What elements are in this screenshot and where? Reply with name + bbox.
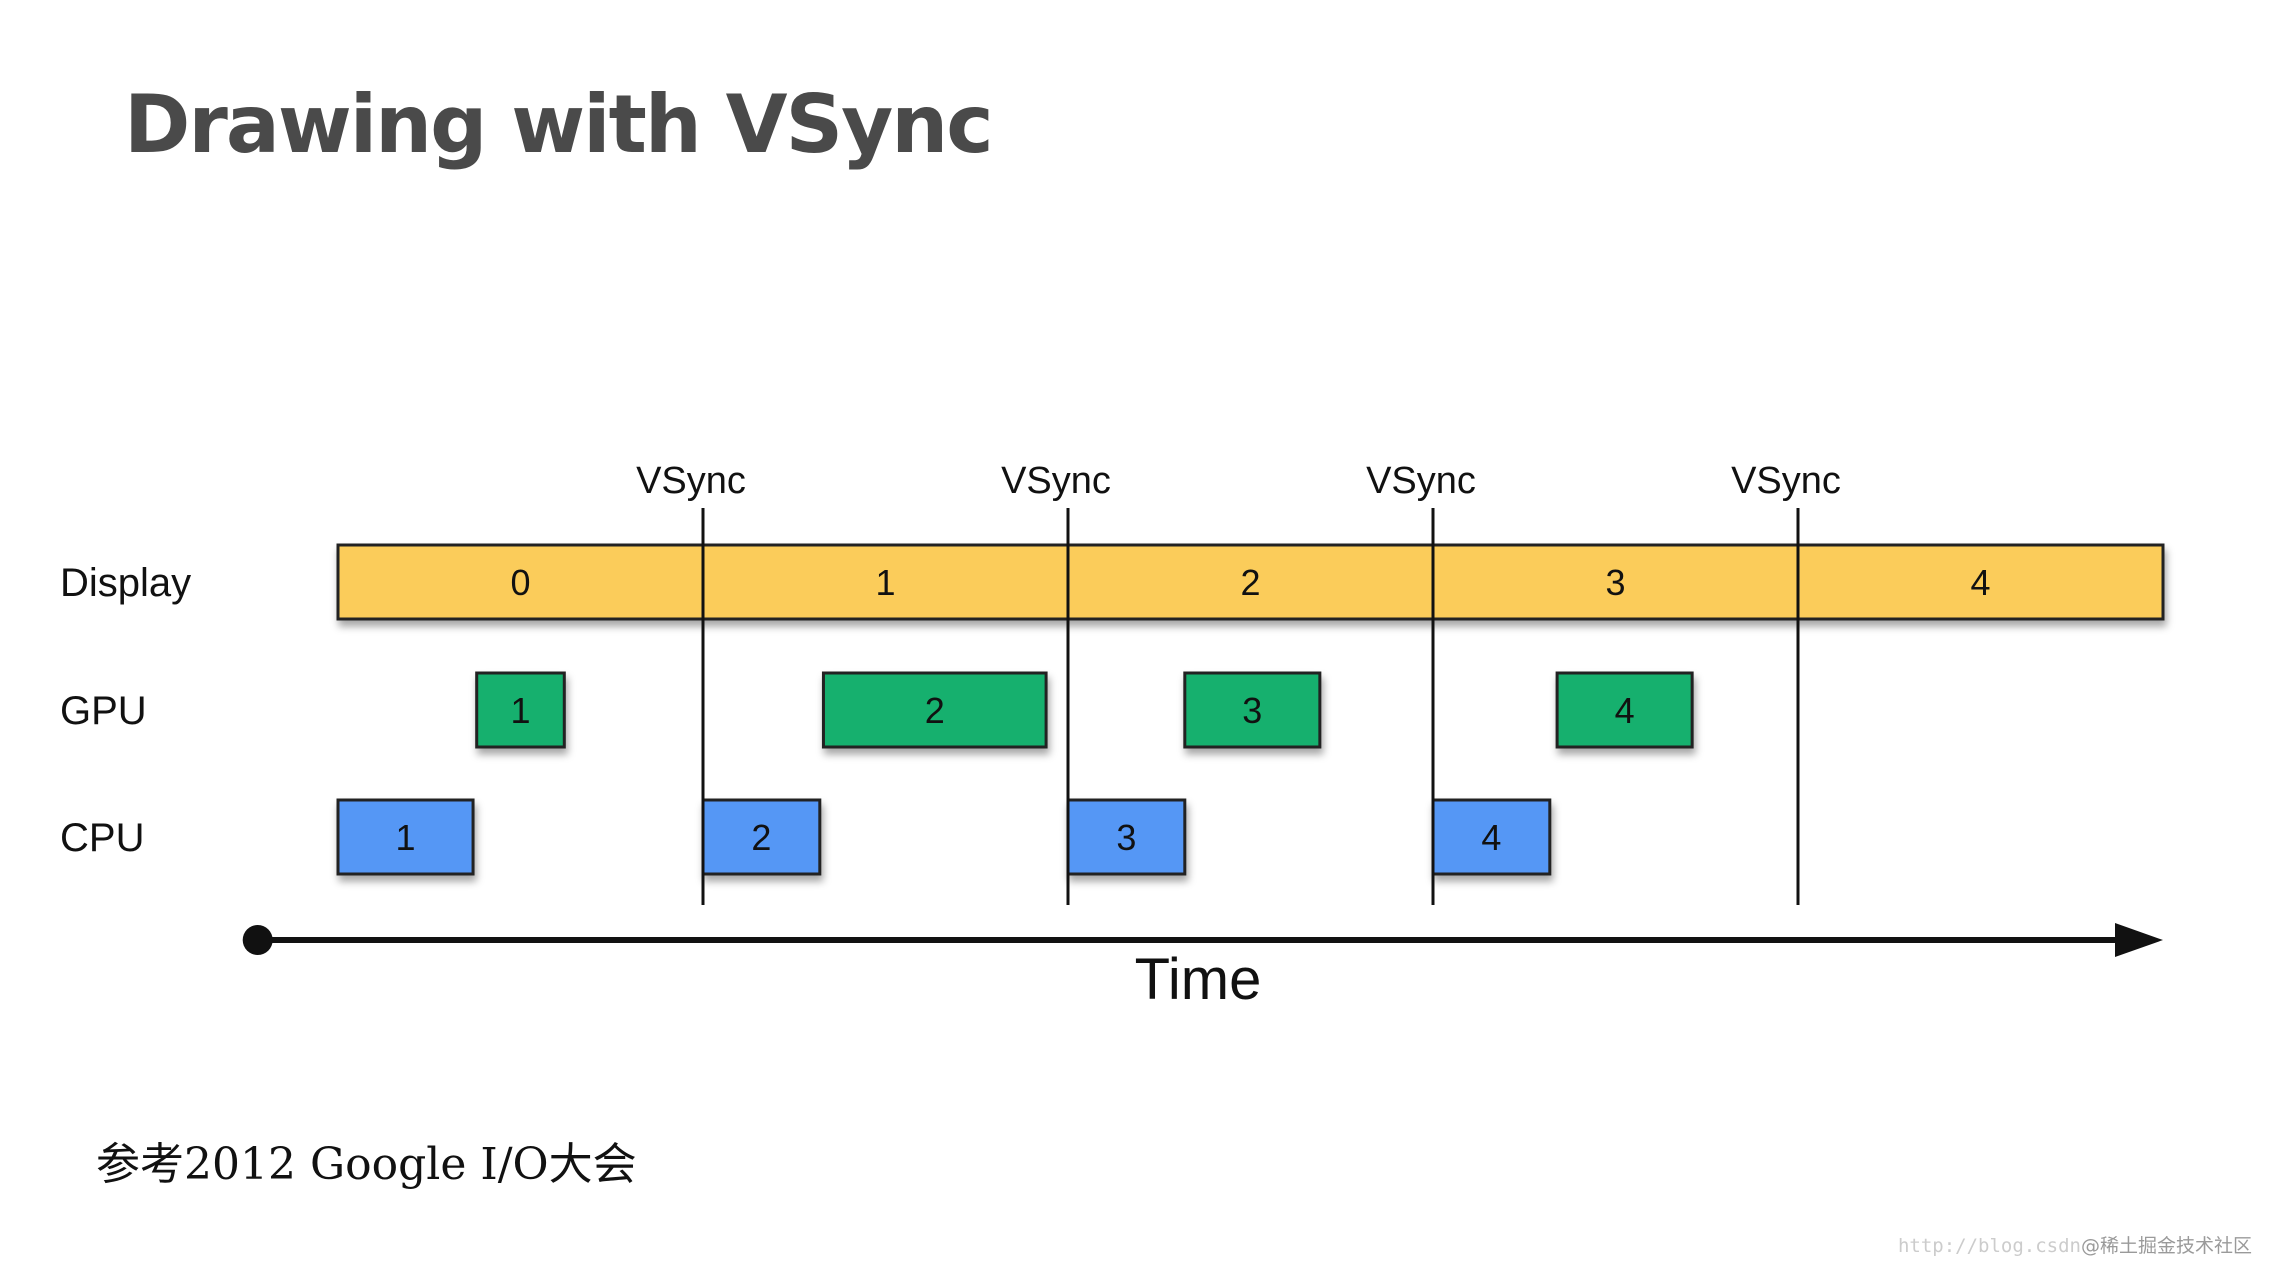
- gpu-block-label: 3: [1242, 690, 1262, 731]
- display-bar: [336, 543, 2165, 621]
- cpu-block-label: 3: [1116, 817, 1136, 858]
- cpu-block-rect: [701, 798, 822, 876]
- gpu-block-3: 3: [1183, 671, 1322, 749]
- display-frame-3: 3: [1605, 562, 1625, 603]
- gpu-block-4: 4: [1555, 671, 1694, 749]
- time-axis-start-dot: [242, 925, 273, 955]
- gpu-block-rect: [1555, 671, 1694, 749]
- watermark: http://blog.csdn@稀土掘金技术社区: [1898, 1231, 2252, 1258]
- cpu-block-label: 4: [1481, 817, 1501, 858]
- cpu-block-rect: [336, 798, 475, 876]
- display-track: 0 1 2 3 4: [336, 543, 2165, 621]
- cpu-block-label: 1: [396, 817, 416, 858]
- slide-title: Drawing with VSync: [124, 78, 994, 171]
- watermark-url: http://blog.csdn: [1897, 1235, 2081, 1257]
- vsync-label: VSync: [1366, 460, 1476, 502]
- cpu-block-label: 2: [751, 817, 771, 858]
- display-frame-2: 2: [1240, 562, 1260, 603]
- gpu-block-label: 2: [925, 690, 945, 731]
- gpu-block-rect: [475, 671, 566, 749]
- gpu-block-1: 1: [475, 671, 566, 749]
- vsync-label: VSync: [636, 460, 746, 502]
- time-axis-label: Time: [1135, 947, 1262, 1012]
- gpu-block-2: 2: [821, 671, 1048, 749]
- vsync-label: VSync: [1731, 460, 1841, 502]
- display-frame-1: 1: [875, 562, 895, 603]
- cpu-track: 1 2 3 4: [336, 798, 1552, 876]
- reference-note: 参考2012 Google I/O大会: [96, 1139, 637, 1190]
- row-label-display: Display: [60, 561, 191, 605]
- cpu-block-2: 2: [701, 798, 822, 876]
- gpu-block-label: 1: [510, 690, 530, 731]
- vsync-lines: VSync VSync VSync VSync: [636, 460, 1841, 905]
- gpu-block-rect: [1183, 671, 1322, 749]
- display-frame-4: 4: [1970, 562, 1990, 603]
- vsync-label: VSync: [1001, 460, 1111, 502]
- cpu-block-3: 3: [1066, 798, 1187, 876]
- row-label-cpu: CPU: [60, 816, 144, 860]
- time-axis-arrowhead: [2115, 923, 2163, 957]
- gpu-track: 1 2 3 4: [475, 671, 1694, 749]
- cpu-block-4: 4: [1431, 798, 1552, 876]
- row-label-gpu: GPU: [60, 689, 147, 733]
- gpu-block-label: 4: [1615, 690, 1635, 731]
- watermark-credit: @稀土掘金技术社区: [2080, 1235, 2252, 1257]
- cpu-block-1: 1: [336, 798, 475, 876]
- time-axis: Time: [242, 923, 2163, 1012]
- gpu-block-rect: [821, 671, 1048, 749]
- display-frame-0: 0: [510, 562, 530, 603]
